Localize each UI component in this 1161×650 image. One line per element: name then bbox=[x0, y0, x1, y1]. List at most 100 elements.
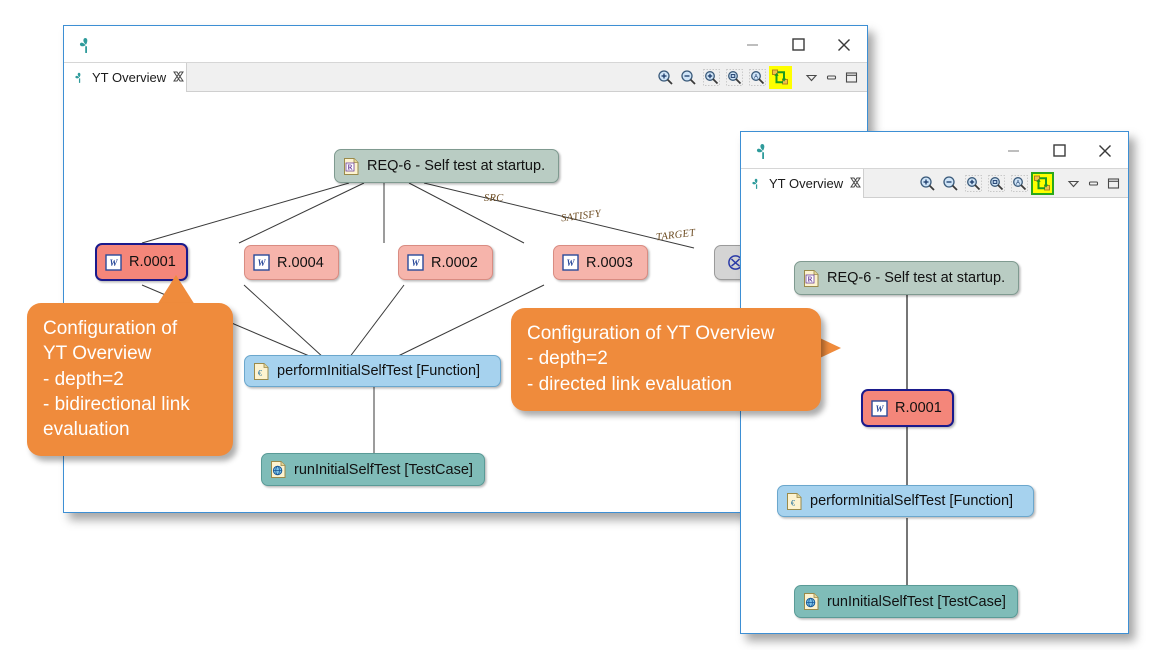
callout-line: - depth=2 bbox=[527, 348, 608, 370]
zoom-out-icon[interactable] bbox=[677, 66, 700, 89]
view-menu-icon[interactable] bbox=[801, 66, 821, 89]
node-r0001[interactable]: W R.0001 bbox=[95, 243, 188, 281]
yt-logo-icon bbox=[72, 70, 87, 85]
tab-label: YT Overview bbox=[92, 70, 167, 85]
svg-text:W: W bbox=[566, 258, 575, 268]
word-doc-icon: W bbox=[871, 399, 888, 417]
function-doc-icon: € bbox=[253, 362, 270, 380]
tab-yt-overview[interactable]: YT Overview bbox=[64, 63, 187, 92]
maximize-button[interactable] bbox=[1036, 132, 1082, 169]
zoom-fit-icon[interactable] bbox=[985, 172, 1008, 195]
node-label: performInitialSelfTest [Function] bbox=[277, 363, 481, 379]
word-doc-icon: W bbox=[407, 254, 424, 271]
node-r0003[interactable]: W R.0003 bbox=[553, 245, 648, 280]
node-req6[interactable]: R REQ-6 - Self test at startup. bbox=[334, 149, 559, 183]
callout-right: Configuration of YT Overview - depth=2 -… bbox=[511, 308, 821, 411]
svg-text:W: W bbox=[109, 258, 118, 268]
maximize-view-icon[interactable] bbox=[841, 66, 861, 89]
zoom-actual-icon[interactable] bbox=[700, 66, 723, 89]
node-r0001[interactable]: W R.0001 bbox=[861, 389, 954, 427]
node-label: performInitialSelfTest [Function] bbox=[810, 493, 1014, 509]
front-window-canvas[interactable]: R REQ-6 - Self test at startup. W R.0001… bbox=[741, 199, 1128, 633]
callout-line: - bidirectional link bbox=[43, 393, 190, 415]
node-perform-initial-self-test[interactable]: € performInitialSelfTest [Function] bbox=[777, 485, 1034, 517]
minimize-view-icon[interactable] bbox=[821, 66, 841, 89]
yt-logo-icon bbox=[752, 140, 774, 162]
close-icon[interactable] bbox=[173, 71, 185, 84]
word-doc-icon: W bbox=[562, 254, 579, 271]
close-button[interactable] bbox=[1082, 132, 1128, 169]
svg-text:A: A bbox=[754, 74, 758, 80]
back-window-controls[interactable] bbox=[729, 26, 867, 63]
node-r0002[interactable]: W R.0002 bbox=[398, 245, 493, 280]
tab-yt-overview[interactable]: YT Overview bbox=[741, 169, 864, 198]
close-button[interactable] bbox=[821, 26, 867, 63]
node-label: R.0001 bbox=[895, 400, 942, 416]
node-label: R.0003 bbox=[586, 254, 633, 271]
back-window-canvas[interactable]: SRC SATISFY TARGET R REQ-6 - Self test a… bbox=[64, 93, 867, 512]
minimize-button[interactable] bbox=[729, 26, 775, 63]
node-label: R.0002 bbox=[431, 254, 478, 271]
minimize-button[interactable] bbox=[990, 132, 1036, 169]
edge-label-src: SRC bbox=[484, 193, 504, 204]
zoom-selection-icon[interactable]: A bbox=[746, 66, 769, 89]
svg-text:W: W bbox=[411, 258, 420, 268]
front-window-tabrow[interactable]: YT Overview A bbox=[741, 169, 1128, 198]
node-run-initial-self-test[interactable]: runInitialSelfTest [TestCase] bbox=[261, 453, 485, 486]
testcase-globe-icon bbox=[270, 461, 287, 478]
node-r0004[interactable]: W R.0004 bbox=[244, 245, 339, 280]
front-window-controls[interactable] bbox=[990, 132, 1128, 169]
back-window-titlebar[interactable] bbox=[64, 26, 867, 63]
yt-logo-icon bbox=[749, 176, 764, 191]
yt-logo-icon bbox=[75, 34, 97, 56]
callout-line: Configuration of YT Overview bbox=[527, 323, 775, 344]
close-icon[interactable] bbox=[850, 177, 862, 190]
zoom-selection-icon[interactable]: A bbox=[1008, 172, 1031, 195]
callout-line: Configuration of bbox=[43, 318, 178, 339]
node-perform-initial-self-test[interactable]: € performInitialSelfTest [Function] bbox=[244, 355, 501, 387]
node-req6[interactable]: R REQ-6 - Self test at startup. bbox=[794, 261, 1019, 295]
svg-text:W: W bbox=[875, 404, 884, 414]
callout-line: YT Overview bbox=[43, 343, 152, 365]
back-window-toolbar[interactable]: A bbox=[654, 63, 861, 92]
refresh-sync-icon[interactable] bbox=[769, 66, 792, 89]
zoom-out-icon[interactable] bbox=[939, 172, 962, 195]
zoom-in-icon[interactable] bbox=[654, 66, 677, 89]
testcase-globe-icon bbox=[803, 593, 820, 610]
view-menu-icon[interactable] bbox=[1063, 172, 1083, 195]
maximize-button[interactable] bbox=[775, 26, 821, 63]
refresh-sync-icon[interactable] bbox=[1031, 172, 1054, 195]
svg-text:R: R bbox=[347, 163, 353, 171]
back-window-tabrow[interactable]: YT Overview A bbox=[64, 63, 867, 92]
front-window-titlebar[interactable] bbox=[741, 132, 1128, 169]
minimize-view-icon[interactable] bbox=[1083, 172, 1103, 195]
node-label: REQ-6 - Self test at startup. bbox=[827, 270, 1006, 286]
callout-left: Configuration of YT Overview - depth=2 -… bbox=[27, 303, 233, 457]
svg-text:R: R bbox=[807, 275, 813, 283]
node-label: R.0004 bbox=[277, 254, 324, 271]
requirement-doc-icon: R bbox=[343, 157, 360, 175]
callout-line: - depth=2 bbox=[43, 368, 124, 390]
zoom-in-icon[interactable] bbox=[916, 172, 939, 195]
svg-text:€: € bbox=[791, 497, 796, 507]
svg-text:A: A bbox=[1016, 180, 1020, 186]
node-label: REQ-6 - Self test at startup. bbox=[367, 158, 546, 174]
node-label: runInitialSelfTest [TestCase] bbox=[294, 461, 473, 478]
callout-left-tail bbox=[157, 275, 195, 305]
back-window[interactable]: YT Overview A bbox=[63, 25, 868, 513]
node-run-initial-self-test[interactable]: runInitialSelfTest [TestCase] bbox=[794, 585, 1018, 618]
word-doc-icon: W bbox=[253, 254, 270, 271]
zoom-fit-icon[interactable] bbox=[723, 66, 746, 89]
zoom-actual-icon[interactable] bbox=[962, 172, 985, 195]
svg-text:€: € bbox=[258, 367, 263, 377]
maximize-view-icon[interactable] bbox=[1103, 172, 1123, 195]
node-label: runInitialSelfTest [TestCase] bbox=[827, 593, 1006, 610]
word-doc-icon: W bbox=[105, 253, 122, 271]
function-doc-icon: € bbox=[786, 492, 803, 510]
svg-text:W: W bbox=[257, 258, 266, 268]
node-label: R.0001 bbox=[129, 254, 176, 270]
requirement-doc-icon: R bbox=[803, 269, 820, 287]
front-window-toolbar[interactable]: A bbox=[916, 169, 1123, 198]
front-diagram-edges bbox=[906, 295, 908, 587]
